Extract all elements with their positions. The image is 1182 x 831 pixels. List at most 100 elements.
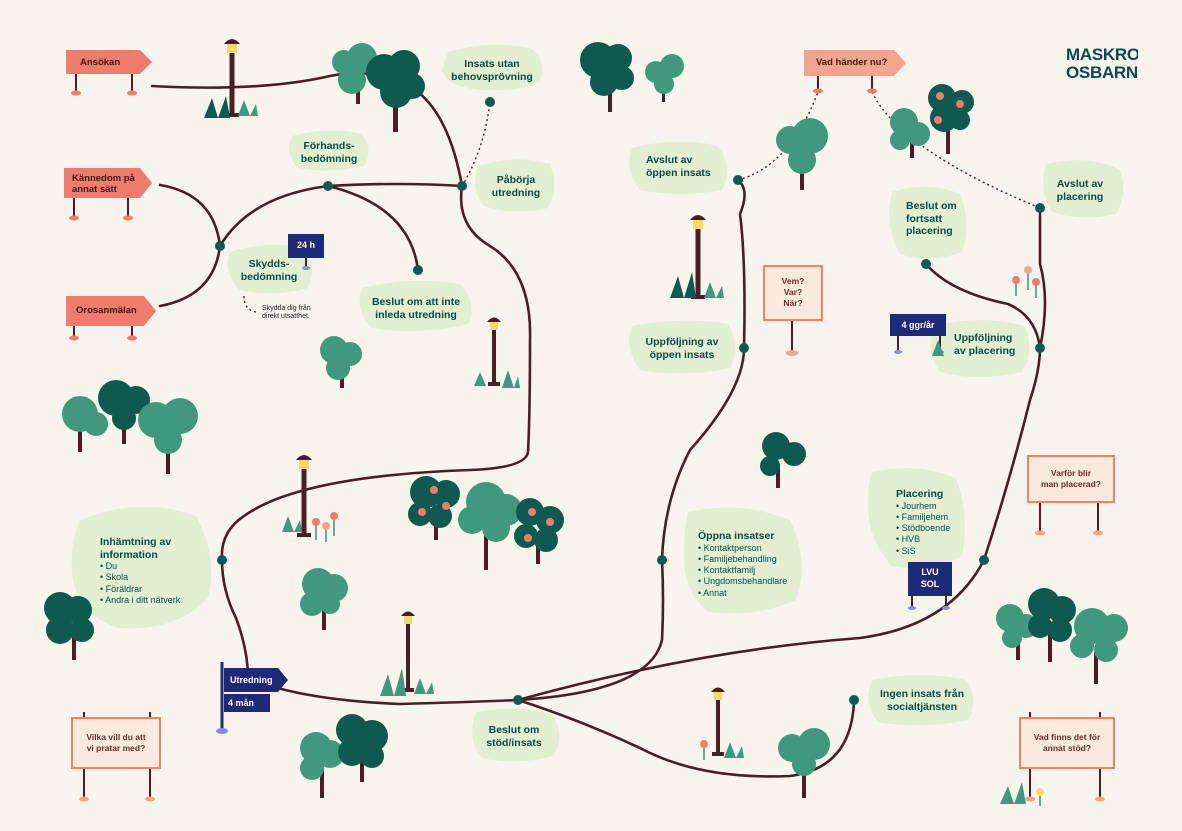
tree — [138, 398, 198, 474]
flowers — [315, 272, 1041, 806]
dot-avslut-plac — [1035, 203, 1045, 213]
board-vadfinns-line2: annat stöd? — [1042, 743, 1092, 753]
node-beslut-fortsatt-l2: fortsatt — [906, 212, 943, 225]
node-insats-utan-l1: Insats utan — [464, 58, 520, 70]
tree — [300, 568, 348, 630]
list-item: Stödboende — [896, 523, 962, 534]
flag-24h — [288, 234, 324, 270]
dot-insats-utan — [485, 97, 495, 107]
blob-beslut-stod — [472, 708, 560, 762]
tree — [336, 714, 388, 782]
inhamtning-list: Du Skola Föräldrar Andra i ditt nätverk — [100, 561, 212, 606]
sign-oros — [66, 296, 156, 341]
logo-line-1: MASKRO — [1066, 46, 1138, 64]
bush — [724, 742, 744, 758]
bush — [204, 96, 230, 118]
flag-4ggr-label: 4 ggr/år — [901, 320, 935, 330]
node-paborja-l1: Påbörja — [496, 174, 536, 186]
sign-oros-label: Orosanmälan — [76, 305, 137, 316]
blob-beslut-inte — [359, 280, 472, 332]
board-vadfinns-text: Vad finns det för annat stöd? — [1020, 732, 1114, 754]
dotted-skydda — [243, 295, 257, 313]
dot-beslut-fortsatt — [921, 259, 931, 269]
apple-tree — [928, 84, 974, 154]
dotted-avslut-plac — [871, 91, 1041, 209]
node-skydds: Skydds- bedömning — [234, 258, 304, 283]
node-placering: Placering Jourhem Familjehem Stödboende … — [896, 488, 962, 557]
list-item: SiS — [896, 546, 962, 557]
bush — [1000, 782, 1026, 804]
list-item: Kontaktfamilj — [698, 565, 802, 576]
bush — [380, 668, 406, 696]
board-vilka-text: Vilka vill du att vi pratar med? — [72, 732, 160, 754]
list-item: Föräldrar — [100, 584, 212, 595]
bush — [502, 370, 520, 388]
bush — [474, 372, 486, 386]
sign-kannedom-line1: Kännedom på — [72, 173, 135, 184]
path-utredning — [220, 184, 532, 706]
node-skydds-l1: Skydds- — [248, 258, 290, 270]
blob-forhands — [289, 130, 369, 171]
dot-avslut-oppen — [733, 175, 743, 185]
node-avslut-plac-l2: placering — [1056, 190, 1104, 203]
route-paths — [150, 71, 1047, 778]
dot-placering — [979, 555, 989, 565]
node-insats-utan-l2: behovsprövning — [451, 70, 533, 83]
sign-ansokan-label: Ansökan — [80, 57, 121, 68]
blob-avslut-oppen — [629, 141, 728, 194]
node-skydds-l2: bedömning — [240, 270, 298, 283]
tree — [62, 396, 108, 452]
node-beslut-fortsatt: Beslut om fortsatt placering — [906, 200, 966, 238]
lamp — [296, 455, 312, 537]
list-item: Jourhem — [896, 501, 962, 512]
node-oppna: Öppna insatser Kontaktperson Familjebeha… — [698, 530, 802, 599]
node-uppf-plac-l1: Uppföljning — [954, 332, 1013, 344]
note-line-2: direkt utsatthet. — [262, 313, 310, 321]
flag-lvu-sol-label: LVU SOL — [908, 566, 952, 590]
logo-line-2: OSBARN — [1066, 63, 1138, 82]
board-vilka-line1: Vilka vill du att — [86, 732, 146, 742]
tree — [366, 50, 425, 132]
bush — [670, 272, 696, 298]
node-insats-utan: Insats utan behovsprövning — [446, 58, 538, 83]
board-var-line: Var? — [783, 287, 803, 297]
path-to-ingen — [516, 698, 856, 778]
node-paborja: Påbörja utredning — [482, 174, 550, 199]
tree — [890, 108, 930, 158]
list-item: Annat — [698, 588, 802, 599]
blob-paborja — [475, 159, 555, 212]
node-beslut-fortsatt-l1: Beslut om — [906, 200, 957, 212]
node-avslut-oppen-l2: öppen insats — [646, 166, 711, 179]
tree — [580, 42, 634, 112]
note-line-1: Skydda dig från — [262, 305, 311, 312]
sign-vad-hander-label: Vad händer nu? — [816, 57, 888, 68]
path-oros — [158, 244, 222, 308]
node-paborja-l2: utredning — [491, 186, 541, 199]
node-forhands-l1: Förhands- — [303, 140, 355, 152]
flag-utredning — [216, 662, 288, 734]
dot-beslut-inte — [413, 265, 423, 275]
tree — [332, 43, 377, 104]
list-item: Andra i ditt nätverk — [100, 595, 212, 606]
lamp — [401, 611, 415, 692]
sign-kannedom-line2: annat sätt — [72, 184, 117, 195]
flag-sol-line: SOL — [920, 579, 940, 589]
node-blobs — [71, 44, 1124, 762]
blob-insats-utan — [442, 44, 543, 91]
node-avslut-plac-l1: Avslut av — [1056, 178, 1104, 190]
node-ingen-l1: Ingen insats från — [879, 688, 964, 700]
flag-lvu — [908, 562, 952, 610]
board-vadfinns — [1019, 712, 1115, 802]
dot-beslut-stod — [513, 695, 523, 705]
list-item: HVB — [896, 534, 962, 545]
board-vilka — [71, 712, 161, 802]
node-beslut-fortsatt-l3: placering — [906, 225, 953, 238]
node-inhamtning: Inhämtning av information Du Skola Föräl… — [100, 536, 212, 606]
dot-inhamtning — [217, 555, 227, 565]
board-vem-line: Vem? — [781, 276, 805, 286]
node-ingen-l2: socialtjänsten — [886, 700, 958, 713]
lamp — [224, 39, 240, 117]
bushes-flowers — [204, 96, 1044, 806]
